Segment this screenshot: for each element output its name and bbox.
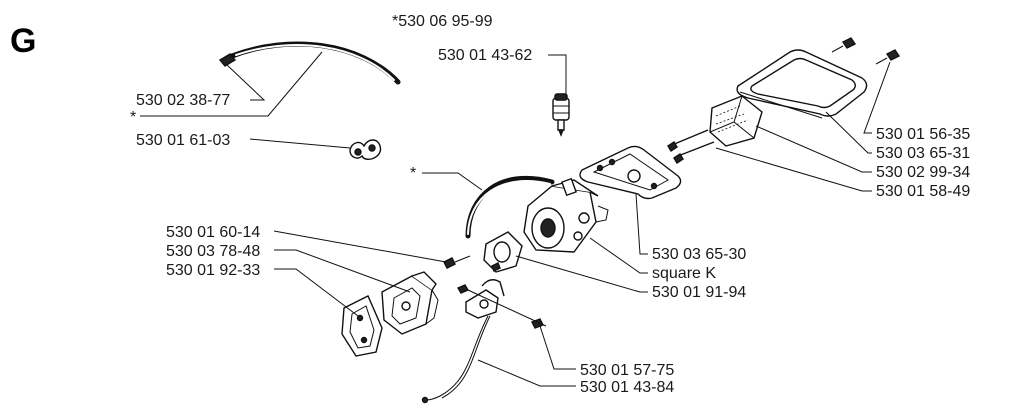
label-filter-screws: 530 01 58-49 [876, 183, 970, 200]
label-fuel-hose: 530 02 38-77 [136, 92, 230, 109]
label-filter-element: 530 02 99-34 [876, 164, 970, 181]
hose-clip-part [349, 139, 382, 161]
label-fuel-filter: 530 01 43-62 [438, 47, 532, 64]
fuel-hose-part [218, 41, 401, 85]
label-star-impulse: * [410, 165, 416, 182]
carburetor-holder-part [381, 271, 439, 335]
air-filter-element-part [709, 95, 763, 147]
label-screw-57-75: 530 01 57-75 [580, 362, 674, 379]
label-hose-clip: 530 01 61-03 [136, 132, 230, 149]
carburetor-part [523, 177, 609, 253]
throttle-cable-part [421, 315, 491, 404]
adapter-plate-part [579, 145, 682, 200]
label-holder: 530 03 78-48 [166, 243, 260, 260]
label-throttle-cable: 530 01 43-84 [580, 379, 674, 396]
label-star-hose: * [130, 109, 136, 126]
filter-screws [667, 129, 715, 164]
cover-screws [831, 37, 901, 65]
label-square-k: square K [652, 265, 716, 282]
leader-lines [140, 51, 891, 387]
fuel-filter-part [552, 93, 570, 137]
screw-530-01-60-14 [443, 255, 471, 269]
section-letter: G [10, 22, 36, 60]
label-screw-60-14: 530 01 60-14 [166, 224, 260, 241]
part-labels: *530 06 95-99 530 01 43-62 530 02 38-77 … [130, 13, 970, 396]
label-holder-gasket: 530 01 92-33 [166, 262, 260, 279]
impulse-hose-part [465, 175, 555, 239]
carburetor-gasket-part [483, 231, 523, 273]
label-kit: *530 06 95-99 [392, 13, 493, 30]
label-carb-gasket: 530 01 91-94 [652, 284, 746, 301]
label-filter-housing: 530 03 65-31 [876, 145, 970, 162]
label-adapter-plate: 530 03 65-30 [652, 246, 746, 263]
holder-gasket-part [341, 295, 383, 357]
air-filter-cover-part [736, 49, 868, 119]
label-cover: 530 01 56-35 [876, 126, 970, 143]
